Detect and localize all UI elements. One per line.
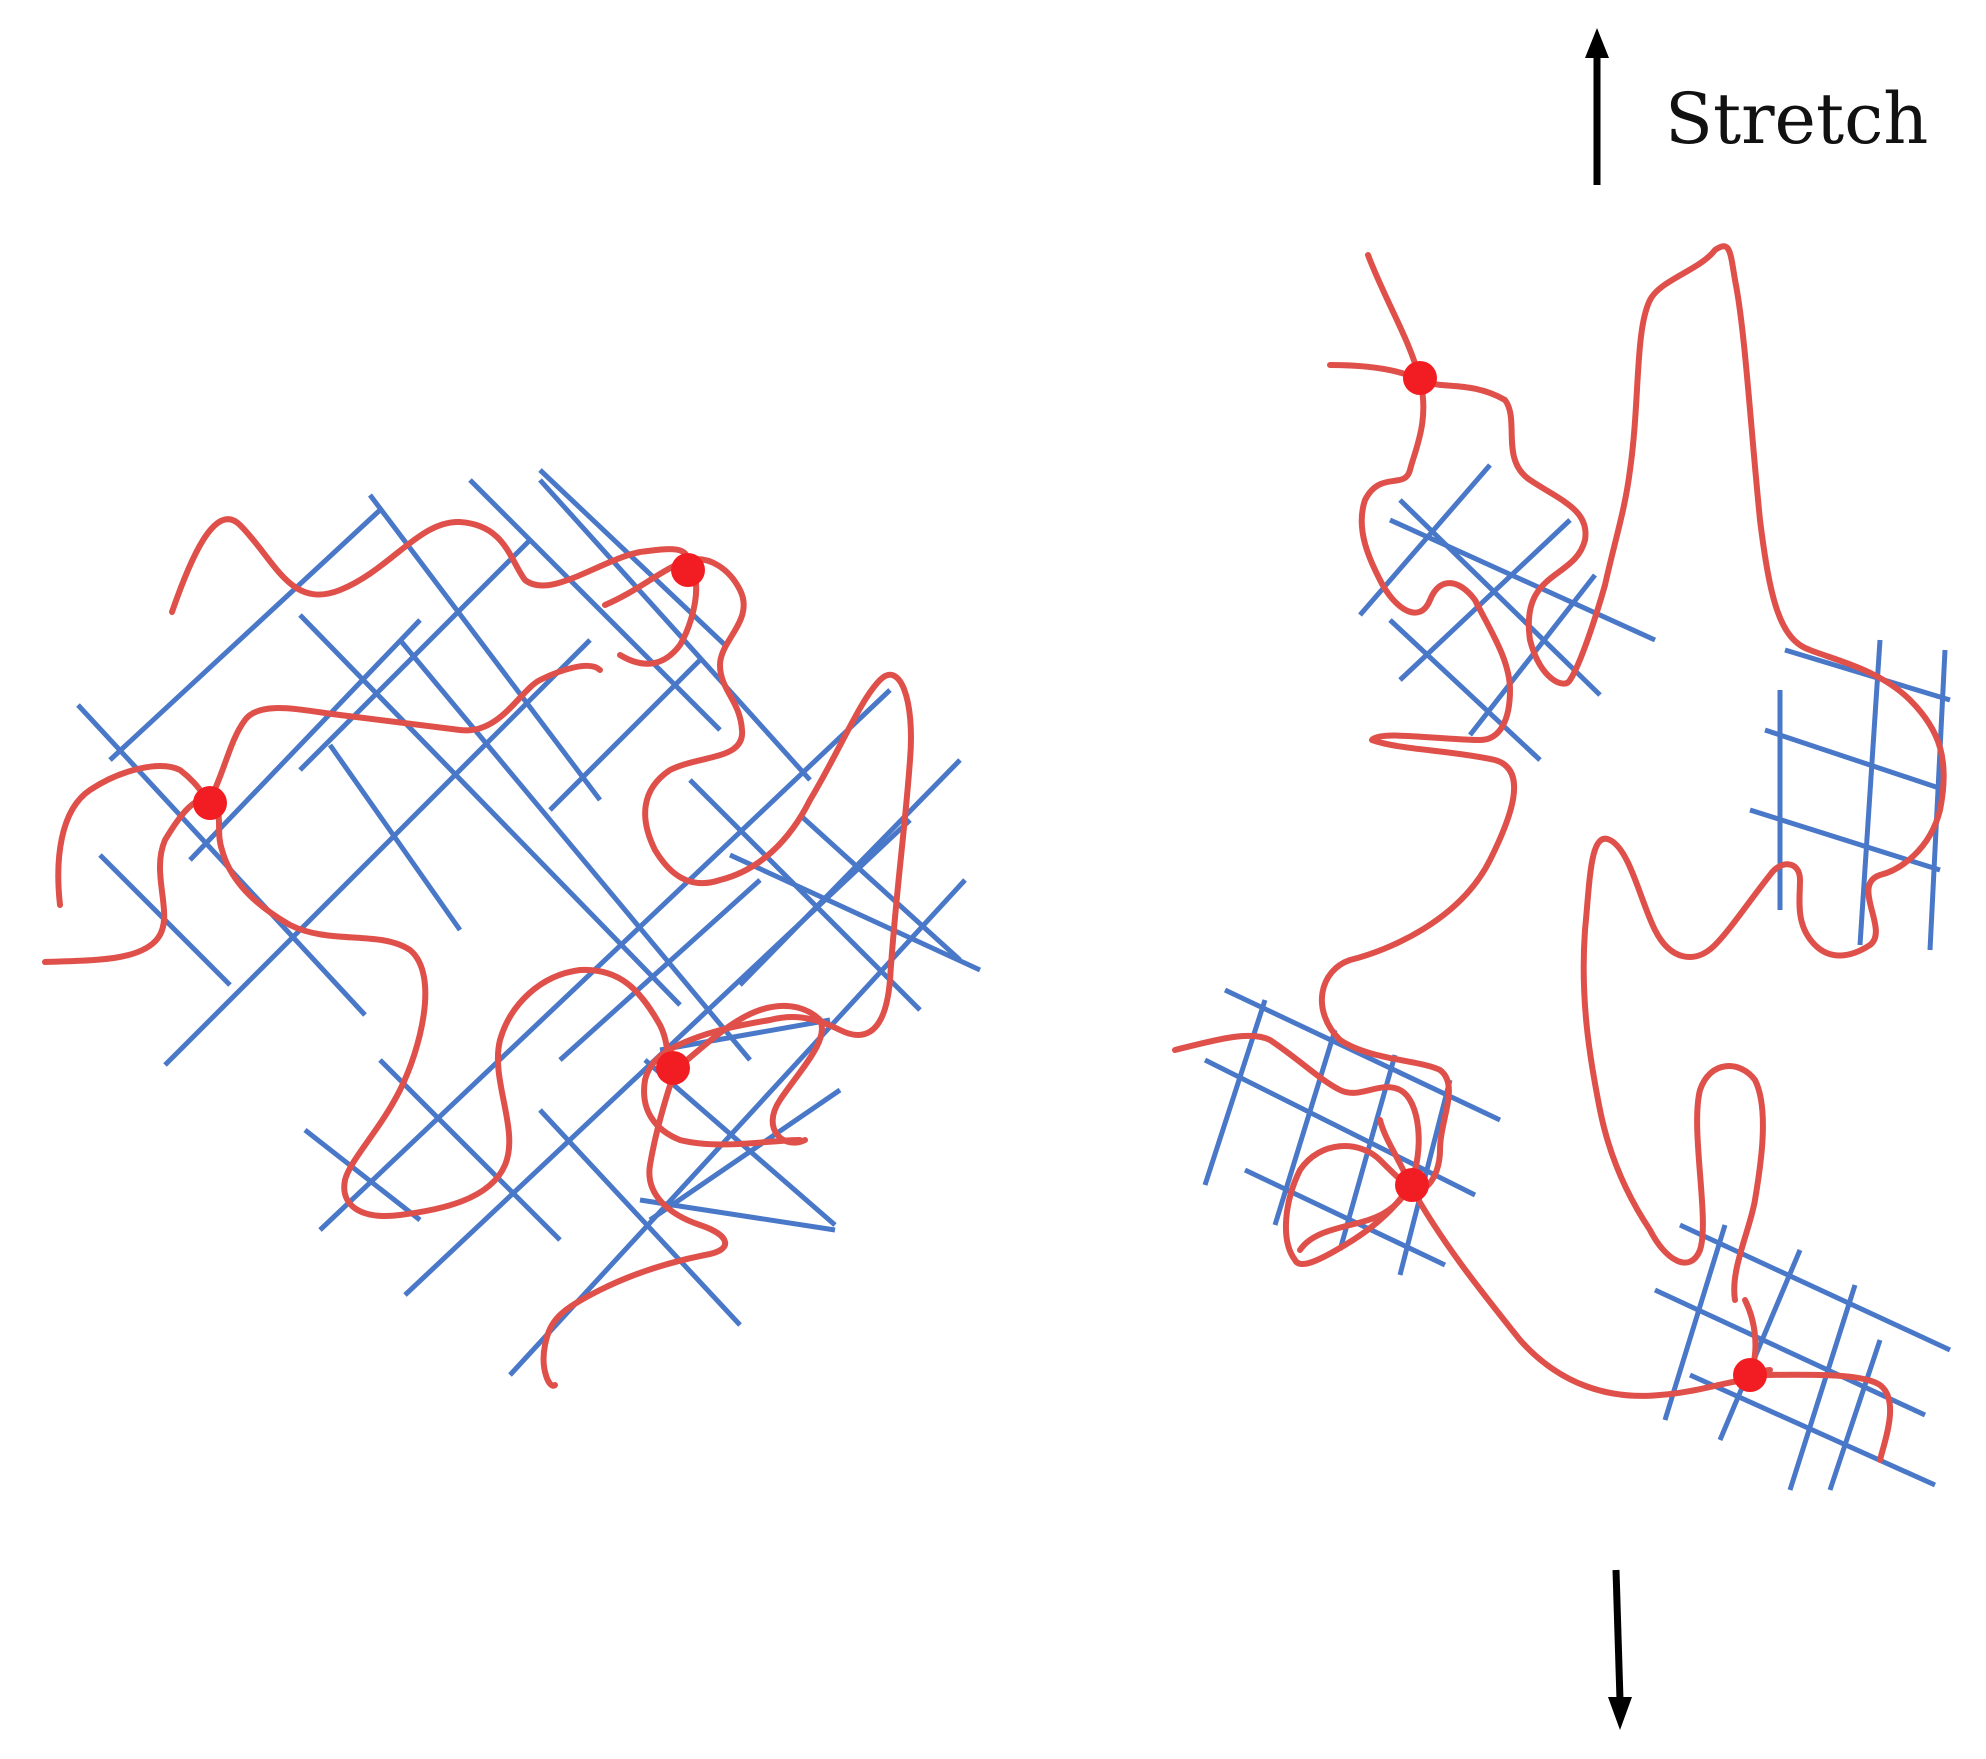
grid-line: [378, 1058, 562, 1242]
grid-line: [1358, 463, 1492, 617]
unstretched-grid: [76, 468, 982, 1377]
arrow-shaft: [1612, 1569, 1624, 1701]
arrow-down-icon: [1608, 1697, 1632, 1730]
grid-line: [1398, 518, 1572, 682]
grid-line: [1787, 1284, 1858, 1491]
grid-line: [659, 1017, 831, 1053]
unstretched-crosslinks: [193, 553, 705, 1085]
grid-line: [76, 703, 367, 1017]
stretch-arrow-up: [1585, 28, 1609, 185]
grid-line: [538, 478, 812, 782]
stretched-grid-bottom: [1653, 1222, 1952, 1491]
grid-line: [1678, 1222, 1952, 1353]
polymer-chain: [1319, 252, 1518, 1194]
stretched-network: [1172, 243, 1952, 1491]
crosslink-node: [1403, 361, 1437, 395]
arrow-up-icon: [1585, 28, 1609, 58]
grid-line: [1688, 1372, 1937, 1488]
grid-line: [398, 638, 752, 1062]
crosslink-node: [1395, 1168, 1429, 1202]
grid-line: [1717, 1249, 1803, 1441]
crosslink-node: [656, 1051, 690, 1085]
crosslink-node: [193, 786, 227, 820]
grid-line: [728, 852, 982, 973]
grid-line: [1223, 987, 1502, 1123]
polymer-chain: [55, 763, 213, 908]
grid-line: [1388, 618, 1542, 762]
grid-line: [298, 613, 682, 1007]
grid-line: [468, 478, 722, 732]
polymer-chain: [1327, 243, 1947, 1303]
stretched-grid-right: [1749, 639, 1951, 951]
polymer-chain: [207, 662, 603, 803]
polymer-chain: [169, 516, 692, 615]
crosslink-node: [671, 553, 705, 587]
grid-line: [318, 688, 892, 1232]
polymer-chain: [1407, 1182, 1773, 1399]
polymer-chain: [42, 796, 678, 1219]
stretched-chains: [1172, 243, 1947, 1463]
grid-line: [1927, 649, 1948, 951]
polymer-chain: [1172, 1032, 1422, 1253]
crosslink-node: [1733, 1358, 1767, 1392]
grid-line: [1272, 1029, 1338, 1226]
grid-line: [188, 618, 422, 862]
stretched-grid-left: [1202, 987, 1502, 1276]
grid-line: [1243, 1167, 1447, 1268]
grid-line: [538, 1108, 742, 1327]
polymer-chain: [1282, 1143, 1413, 1267]
grid-line: [298, 538, 532, 772]
grid-line: [1662, 1224, 1728, 1421]
unstretched-network: [42, 468, 982, 1389]
stretch-label: Stretch: [1665, 78, 1928, 160]
stretch-arrow-down: [1608, 1569, 1632, 1730]
grid-line: [303, 1128, 422, 1222]
grid-line: [1388, 517, 1657, 643]
polymer-chain: [672, 1002, 825, 1146]
grid-line: [1784, 647, 1951, 703]
polymer-chain: [1747, 1371, 1894, 1463]
grid-line: [1203, 1057, 1477, 1198]
grid-line: [1764, 727, 1946, 793]
grid-line: [108, 508, 382, 762]
grid-line: [798, 813, 962, 962]
grid-line: [558, 878, 762, 1062]
grid-line: [1202, 999, 1268, 1186]
grid-line: [648, 1087, 842, 1223]
stretched-crosslinks: [1395, 361, 1767, 1392]
unstretched-chains: [42, 516, 914, 1389]
grid-line: [1857, 639, 1883, 946]
grid-line: [548, 658, 702, 812]
grid-line: [163, 638, 592, 1067]
polymer-chain: [540, 1067, 729, 1389]
grid-line: [738, 758, 962, 987]
polymer-chain: [602, 556, 914, 1148]
grid-line: [1827, 1339, 1883, 1491]
grid-line: [1653, 1287, 1927, 1418]
